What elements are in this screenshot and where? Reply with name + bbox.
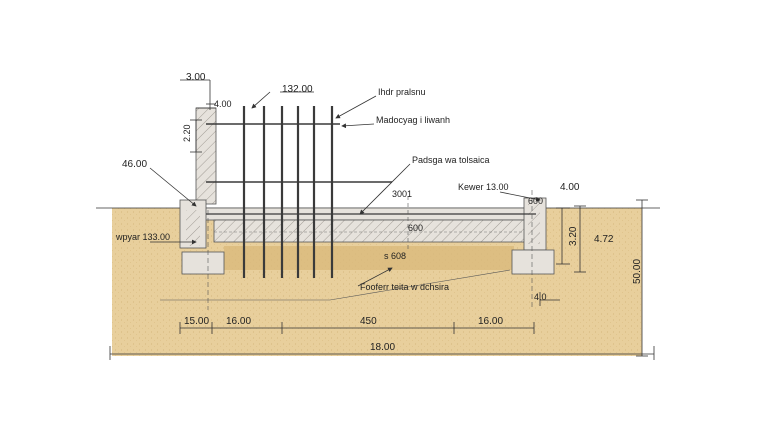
bottom-total-dim: 18.00 (370, 342, 395, 353)
left-level-dim: 46.00 (122, 159, 147, 170)
bottom-450-dim: 450 (360, 316, 377, 327)
right-total-height-dim: 50.00 (632, 259, 643, 284)
label-slab: Padsga wa tolsaica (412, 155, 490, 165)
rebar-spacing-dim: 132.00 (282, 84, 313, 95)
rebar-cage (206, 106, 536, 278)
bottom-16b-dim: 16.00 (478, 316, 503, 327)
dimension-lines (109, 119, 655, 360)
right-footing (511, 197, 555, 275)
right-40-dim: 4.0 (534, 292, 547, 302)
top-small-dim: 4.00 (214, 99, 232, 109)
wall-height-dim: 2.20 (182, 124, 192, 142)
leader-lines (149, 79, 541, 287)
left-layer-label: wpyar 133.00 (115, 232, 170, 242)
kewer-label: Kewer 13.00 (458, 182, 509, 192)
bottom-15-dim: 15.00 (184, 316, 209, 327)
left-wall (179, 107, 225, 275)
sand-bed (224, 246, 514, 270)
bottom-16a-dim: 16.00 (226, 316, 251, 327)
annotations: 3.00 4.00 2.20 132.00 Ihdr pralsnu Madoc… (115, 72, 643, 353)
top-width-dim: 3.00 (186, 72, 206, 83)
right-472-dim: 4.72 (594, 234, 614, 245)
inner-600-dim: 600 (408, 223, 423, 233)
floor-slab (203, 207, 541, 243)
dim-300: 3001 (392, 189, 412, 199)
label-second: Madocyag i liwanh (376, 115, 450, 125)
dim-600: 600 (528, 196, 543, 206)
footer-label: Fooferr teita w dchsira (360, 282, 449, 292)
right-320-dim: 3.20 (568, 226, 579, 246)
sand-608-label: s 608 (384, 251, 406, 261)
label-top: Ihdr pralsnu (378, 87, 426, 97)
right-top-dim: 4.00 (560, 182, 580, 193)
